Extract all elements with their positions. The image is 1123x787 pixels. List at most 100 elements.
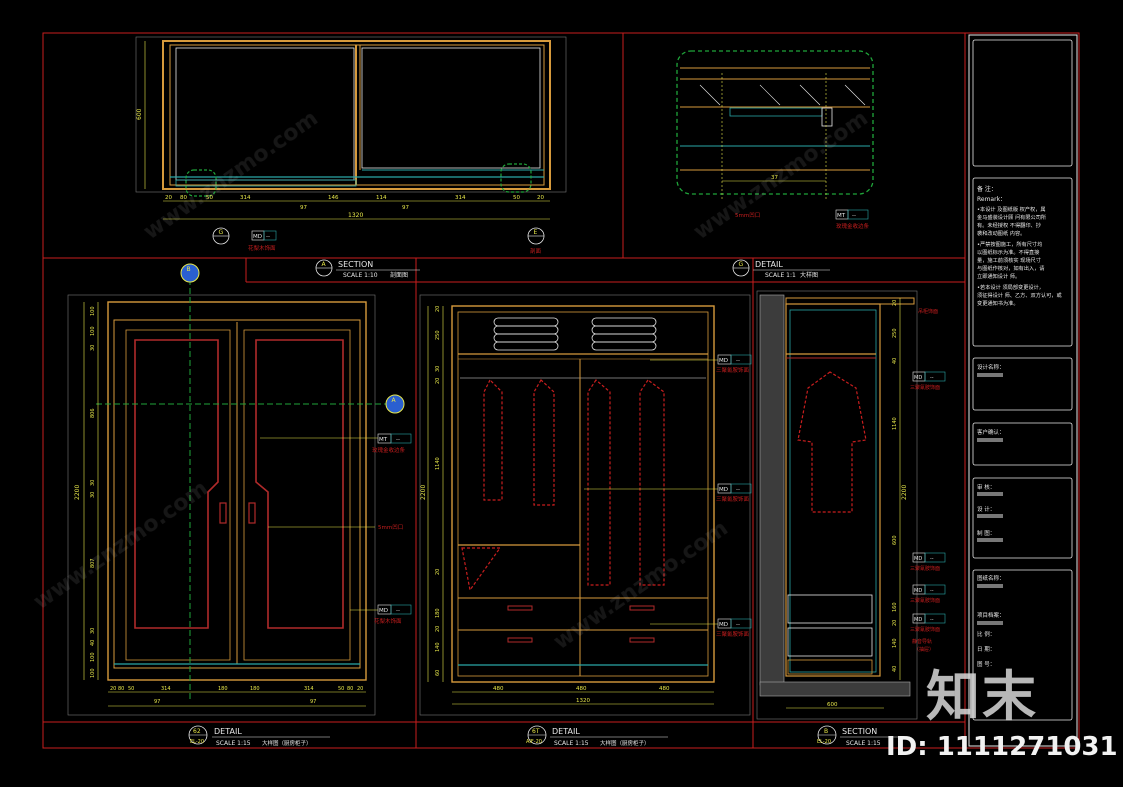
- tag-dash: --: [736, 358, 740, 364]
- dim: 807: [90, 558, 96, 568]
- dim: 480: [576, 686, 587, 692]
- dim: 20: [537, 195, 544, 201]
- remark-en: Remark：: [977, 196, 1006, 203]
- tag-md: MD: [719, 487, 728, 493]
- watermark-site: www.znzmo.com: [29, 476, 213, 615]
- elev-left-hdims: 20 80 50 314 180 180 314 50 80 20 97 97: [110, 686, 363, 705]
- dim: 114: [376, 195, 387, 201]
- tag-dash: --: [930, 375, 934, 381]
- dim: 600: [892, 535, 898, 545]
- dim: 20: [892, 620, 898, 626]
- dim: 50: [513, 195, 520, 201]
- dim: 100: [90, 652, 96, 662]
- tag-mt: MT: [379, 437, 388, 443]
- section-b-tags: MD -- 三聚氰胺饰面 MD -- 三聚氰胺饰面 MD -- 三聚氰胺饰面 M…: [910, 371, 946, 653]
- folded-towels-icon: [493, 317, 657, 351]
- dim: 180: [218, 686, 228, 692]
- note-groove: 5mm凹口: [735, 212, 760, 219]
- dim: 97: [300, 205, 307, 211]
- dim: 20: [165, 195, 172, 201]
- dim: 40: [90, 640, 96, 646]
- tag-md: MD: [914, 617, 922, 623]
- dim: 100: [90, 668, 96, 678]
- dim: 20: [110, 686, 116, 692]
- dim: 250: [892, 328, 898, 338]
- dim: 180: [435, 608, 441, 618]
- dim: 314: [240, 195, 251, 201]
- note-wood: 花梨木饰面: [248, 244, 276, 252]
- dim-total: 1320: [576, 698, 590, 704]
- note-section: 剖面: [530, 247, 542, 255]
- dim: 30: [90, 480, 96, 486]
- view-tag: G: [739, 261, 744, 268]
- view-name: 剖面图: [390, 271, 408, 279]
- dim-width: 600: [827, 702, 838, 708]
- remark-line: •若本设计 须局部变更设计，: [977, 283, 1044, 291]
- note-melamine: 三聚氰胺饰面: [910, 597, 940, 604]
- remark-lines: •本设计 及图纸版 权产权，属 金马盛装设计顾 问有限公司所 有。未经授权 不得…: [977, 205, 1062, 307]
- watermark-site: www.znzmo.com: [549, 516, 733, 655]
- section-a-dims: 20 80 50 314 146 114 314 50 20 97 97: [165, 195, 544, 211]
- field-scale: 比 例：: [977, 630, 995, 638]
- dim: 314: [304, 686, 314, 692]
- dim-total: 1320: [348, 212, 363, 219]
- tag-dash: --: [266, 234, 270, 240]
- dim: 80: [347, 686, 353, 692]
- note-groove: 5mm凹口: [378, 524, 403, 531]
- note-wood: 花梨木饰面: [374, 617, 402, 625]
- section-b-vdims: 20 250 40 1140 600 160 20 140 40: [892, 300, 898, 672]
- dim: 30: [90, 492, 96, 498]
- note-melamine: 三聚氰胺饰面: [716, 630, 750, 638]
- tag-md: MD: [379, 608, 388, 614]
- tag-dash: --: [930, 617, 934, 623]
- remark-line: •严禁按图施工，所有尺寸均: [977, 240, 1042, 248]
- tag-dash: --: [736, 622, 740, 628]
- dim: 30: [90, 628, 96, 634]
- tag-dash: --: [852, 213, 856, 219]
- remark-line: 须征得设计 师、乙方、双方认可，或: [977, 291, 1062, 299]
- dim: 250: [435, 330, 441, 340]
- view-title: DETAIL: [214, 727, 242, 736]
- view-tag-bottom: EL-20: [190, 739, 204, 745]
- view-tag-top: 62: [193, 728, 201, 735]
- tag-md: MD: [914, 556, 922, 562]
- dim: 80: [180, 195, 187, 201]
- dim: 80: [118, 686, 124, 692]
- field-date: 日 期：: [977, 646, 995, 653]
- view-scale: SCALE 1:1: [765, 272, 796, 279]
- field-drawing-name: 图纸名称：: [977, 574, 1005, 582]
- dim: 20: [435, 569, 441, 575]
- dim-detail: 37: [771, 175, 778, 181]
- note-melamine: 三聚氰胺饰面: [716, 366, 750, 374]
- elev-mid-hdims: 480 480 480: [493, 686, 670, 692]
- dim: 50: [128, 686, 134, 692]
- dim: 30: [435, 366, 441, 372]
- tag-md: MD: [253, 234, 262, 240]
- tag-md: MD: [914, 588, 922, 594]
- view-name: 大样图: [800, 271, 818, 279]
- field-project: 设计名称：: [977, 363, 1005, 371]
- sheet-frame: [42, 32, 1080, 749]
- callout-e: E: [534, 229, 538, 236]
- dim: 20: [435, 306, 441, 312]
- note-melamine: 三聚氰胺饰面: [910, 565, 940, 572]
- dim: 140: [435, 642, 441, 652]
- title-block: 备 注： Remark： •本设计 及图纸版 权产权，属 金马盛装设计顾 问有限…: [968, 34, 1078, 747]
- note-trim: 玫瑰金收边条: [372, 446, 406, 454]
- dim: 40: [892, 358, 898, 364]
- view-tag-bottom: EL-20: [817, 739, 831, 745]
- note-melamine: 三聚氰胺饰面: [716, 495, 750, 503]
- remark-line: 以图纸标示为准。不得直接: [977, 248, 1039, 256]
- dim: 480: [659, 686, 670, 692]
- remark-line: 与图纸作核对，如有出入，请: [977, 264, 1044, 272]
- remark-line: •本设计 及图纸版 权产权，属: [977, 205, 1046, 213]
- title-fields: 设计名称： 客户确认： 审 核： 设 计： 制 图： 图纸名称： 项目档案： 比…: [977, 363, 1005, 668]
- tag-dash: --: [930, 588, 934, 594]
- dim: 30: [90, 345, 96, 351]
- tag-md: MD: [719, 358, 728, 364]
- field-review: 审 核：: [977, 483, 995, 491]
- dim: 146: [328, 195, 339, 201]
- dim: 20: [435, 626, 441, 632]
- elevation-middle: 2200 20 250 30 20 1140 20 180 20 140 60 …: [419, 294, 752, 747]
- view-scale: SCALE 1:10: [343, 272, 378, 279]
